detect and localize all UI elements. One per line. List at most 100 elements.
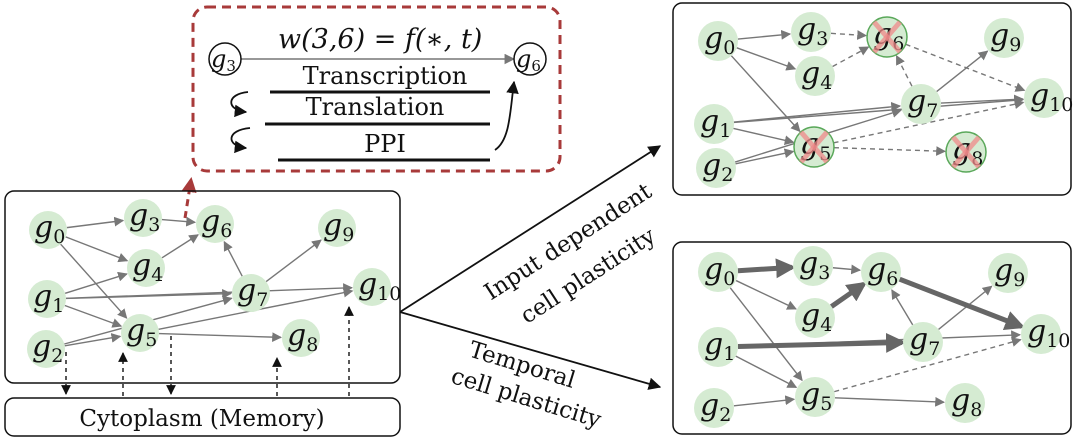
node-label-g0: g0 <box>704 252 735 290</box>
node-g4: g4 <box>795 56 835 96</box>
edge-g5-g8 <box>158 332 282 343</box>
loop-arrow-2 <box>230 127 251 154</box>
node-label-g3: g3 <box>799 246 830 284</box>
node-g3: g3 <box>791 12 831 52</box>
node-label-g3: g3 <box>797 12 828 50</box>
edge-g0-g5 <box>729 287 803 382</box>
edge-g1-g7 <box>733 101 902 123</box>
edge-g2-g5 <box>735 148 795 165</box>
node-g6: g6 <box>866 16 908 58</box>
branch-arrow-upper <box>399 145 662 313</box>
node-g1: g1 <box>694 104 734 144</box>
node-g3: g3 <box>124 198 162 237</box>
node-g10: g10 <box>1021 314 1070 354</box>
node-g9: g9 <box>988 253 1028 293</box>
node-label-g7: g7 <box>237 273 268 311</box>
node-g0: g0 <box>698 252 738 292</box>
dashed-edge-g7-g6 <box>895 54 913 87</box>
edge-g1-g10 <box>733 95 1025 124</box>
edge-g0-g3 <box>737 29 792 40</box>
layer-translation: Translation <box>306 93 445 121</box>
node-g2: g2 <box>696 148 736 188</box>
edge-g0-g5 <box>60 243 128 319</box>
node-g3: g3 <box>793 246 833 286</box>
node-g2: g2 <box>694 388 734 428</box>
edge-g3-g6 <box>161 216 197 227</box>
node-g10: g10 <box>353 267 401 306</box>
edge-g7-g9 <box>938 285 993 330</box>
node-g1: g1 <box>698 327 738 367</box>
edge-g4-g6 <box>161 234 199 259</box>
node-g0: g0 <box>29 210 67 249</box>
memory-box <box>4 397 401 437</box>
node-label-g2: g2 <box>702 148 733 186</box>
thick-edge-g1-g7 <box>737 332 907 353</box>
loop-arrow-1 <box>230 91 249 118</box>
edge-g1-g5 <box>64 304 123 328</box>
node-g8: g8 <box>945 383 985 423</box>
node-label-g1: g1 <box>33 279 64 317</box>
edges <box>729 258 1026 407</box>
dashed-edge-g5-g8 <box>833 146 946 156</box>
thick-edge-g0-g3 <box>737 258 797 279</box>
node-g9: g9 <box>318 208 356 247</box>
thick-edge-g4-g6 <box>829 281 868 309</box>
edge-g0-g3 <box>66 216 125 229</box>
memory-links <box>61 306 354 396</box>
edge-g0-g4 <box>736 47 797 71</box>
node-g7: g7 <box>903 322 943 362</box>
node-g4: g4 <box>795 298 835 338</box>
node-label-g0: g0 <box>704 21 735 59</box>
callout-panel: g3 g6 w(3,6) = f(∗, t) Transcription Tra… <box>191 5 562 173</box>
callout-formula: w(3,6) = f(∗, t) <box>278 24 482 55</box>
edge-g7-g10 <box>940 94 1025 105</box>
edge-g2-g5 <box>733 395 796 407</box>
return-arrow <box>494 80 519 151</box>
edge-g7-g9 <box>265 239 322 283</box>
edge-g0-g4 <box>735 279 797 310</box>
layer-ppi: PPI <box>364 130 406 158</box>
node-g2: g2 <box>27 329 65 368</box>
node-g8: g8 <box>945 131 987 173</box>
dashed-edge-g4-g6 <box>832 46 870 68</box>
branch-arrow-lower <box>399 311 662 390</box>
node-label-g0: g0 <box>34 210 65 248</box>
callout-target-node: g6 <box>513 42 547 76</box>
node-label-g4: g4 <box>132 248 163 286</box>
layer-transcription: Transcription <box>303 62 468 90</box>
edge-g7-g9 <box>936 50 989 93</box>
node-label-g4: g4 <box>801 56 832 94</box>
node-label-g9: g9 <box>323 208 354 246</box>
memory-label: Cytoplasm (Memory) <box>79 406 324 432</box>
node-g8: g8 <box>282 318 320 357</box>
thick-edge-g6-g10 <box>898 276 1026 330</box>
input-plasticity-panel <box>672 2 1072 196</box>
edge-g7-g6 <box>891 289 914 326</box>
node-g7: g7 <box>232 273 270 312</box>
node-label-g5: g5 <box>126 313 157 351</box>
node-g6: g6 <box>196 204 234 243</box>
edge-g7-g6 <box>223 240 243 277</box>
dashed-edge-g3-g6 <box>830 30 868 40</box>
node-g7: g7 <box>901 84 941 124</box>
callout-source-node: g3 <box>208 42 242 76</box>
edge-g5-g8 <box>834 396 945 407</box>
edge-g0-g4 <box>65 236 129 263</box>
edge-g1-g10 <box>65 283 353 299</box>
node-label-g8: g8 <box>287 318 318 356</box>
temporal-plasticity-panel <box>672 241 1072 435</box>
edge-g3-g6 <box>832 264 862 275</box>
node-label-g2: g2 <box>32 329 63 367</box>
node-g5: g5 <box>795 377 835 417</box>
node-g10: g10 <box>1024 78 1073 118</box>
node-g4: g4 <box>127 248 165 287</box>
node-g9: g9 <box>984 18 1024 58</box>
dashed-edge-g6-g10 <box>905 43 1026 92</box>
node-label-g3: g3 <box>129 198 160 236</box>
base-network-panel <box>4 190 401 384</box>
edge-g1-g5 <box>735 355 798 389</box>
node-label-g4: g4 <box>801 298 832 336</box>
